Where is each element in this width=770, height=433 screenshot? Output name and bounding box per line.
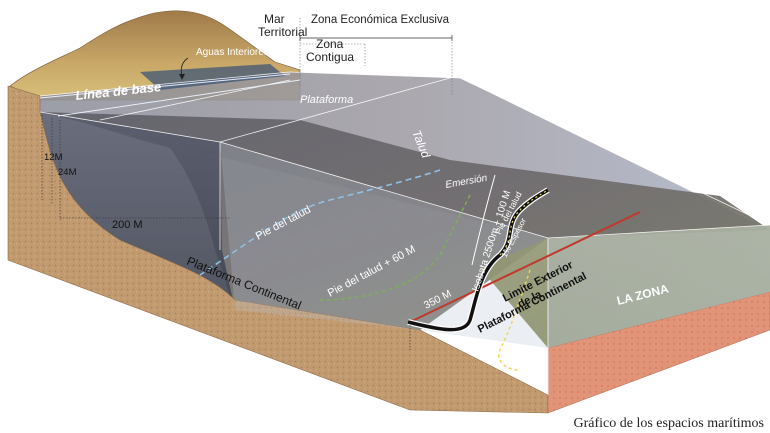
label-zona-contigua-2: Contigua <box>306 50 354 64</box>
water-box-right-face <box>548 225 770 348</box>
water-box-front-face <box>220 142 548 348</box>
yellow-dashed-line <box>498 269 531 371</box>
box-edges <box>39 71 770 395</box>
label-aguas-interiores: Aguas Interiores <box>196 47 269 58</box>
label-zona-economica: Zona Económica Exclusiva <box>311 14 450 26</box>
label-12m: 12M <box>44 152 63 163</box>
soil-cross-section <box>7 85 549 414</box>
isobata-curve <box>471 174 496 266</box>
label-plataforma-top: Plataforma <box>300 94 353 106</box>
pie-talud-dashed-line <box>199 169 441 276</box>
water-cross-section <box>40 112 235 310</box>
baseline-lines <box>39 73 301 117</box>
label-zona-contigua-1: Zona <box>316 37 344 51</box>
distance-markers <box>41 115 411 350</box>
label-mar-territorial-2: Territorial <box>258 25 307 39</box>
outer-limit-line-accent <box>499 189 549 256</box>
label-24m: 24M <box>58 167 77 178</box>
inner-waters <box>140 64 285 90</box>
red-350m-line <box>409 211 641 323</box>
label-mar-territorial-1: Mar <box>264 12 285 26</box>
label-200m: 200 M <box>112 219 143 231</box>
arrow-head-icon <box>179 74 185 80</box>
diagram-caption: Gráfico de los espacios marítimos <box>573 416 764 431</box>
zone-brackets <box>299 35 453 41</box>
seabed-surface <box>40 112 770 330</box>
pie-talud-60-dashed-line <box>319 194 471 301</box>
zone-dotted-markers <box>299 18 453 96</box>
